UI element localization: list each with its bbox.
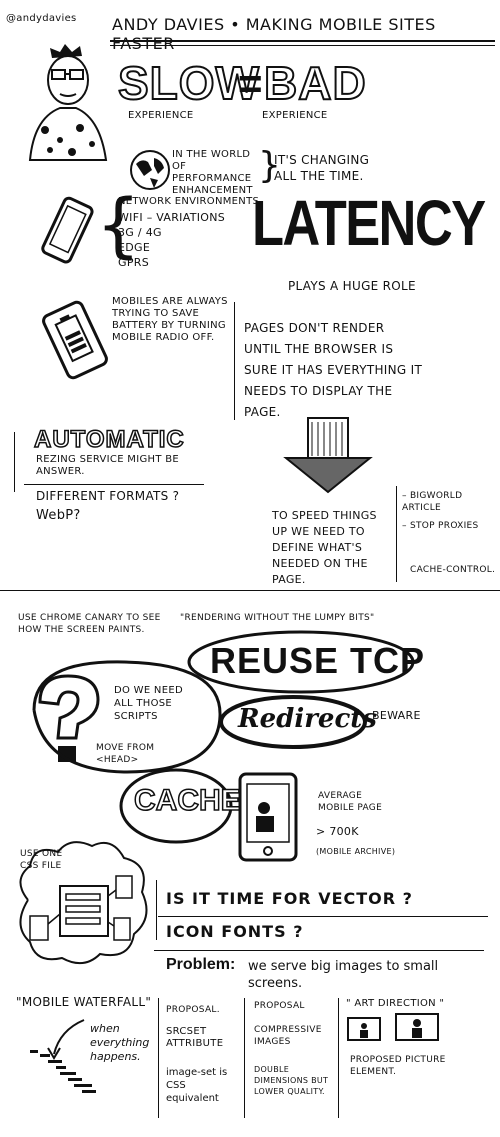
- speed-text: TO SPEED THINGS UP WE NEED TO DEFINE WHA…: [272, 509, 377, 586]
- divider: [158, 998, 159, 1118]
- divider: [234, 302, 235, 420]
- lumpy-bits-quote: "RENDERING WITHOUT THE LUMPY BITS": [180, 613, 375, 623]
- down-arrow-icon: [283, 417, 373, 494]
- css-text: USE ONE CSS FILE: [20, 849, 63, 871]
- latency-word: LATENCY: [252, 187, 486, 259]
- waterfall-title: "MOBILE WATERFALL": [16, 995, 152, 1009]
- bigworld-article: – BIGWORLD ARTICLE: [402, 491, 463, 513]
- network-item: WIFI – VARIATIONS: [118, 211, 226, 224]
- artdirection-text: PROPOSED PICTURE ELEMENT.: [350, 1055, 446, 1077]
- network-item: EDGE: [118, 241, 151, 254]
- network-item: GPRS: [118, 256, 149, 269]
- divider: [158, 916, 488, 917]
- slow-experience-label: EXPERIENCE: [128, 110, 194, 121]
- average-source: (MOBILE ARCHIVE): [316, 847, 396, 856]
- divider: [24, 484, 204, 485]
- world-text: IN THE WORLD OF PERFORMANCE ENHANCEMENT: [172, 149, 253, 196]
- scripts-question: DO WE NEED ALL THOSE SCRIPTS: [114, 685, 183, 722]
- scripts-circle: [32, 660, 222, 774]
- average-text: AVERAGE MOBILE PAGE: [318, 791, 383, 813]
- divider: [110, 45, 495, 46]
- handle: @andydavies: [6, 13, 77, 24]
- network-title: NETWORK ENVIRONMENTS: [118, 196, 260, 207]
- cache-blob: [119, 768, 233, 844]
- iconfonts-text: ICON FONTS ?: [166, 922, 304, 941]
- battery-text: MOBILES ARE ALWAYS TRYING TO SAVE BATTER…: [112, 296, 228, 343]
- andy-portrait-illustration: [28, 44, 108, 161]
- problem-label: Problem:: [166, 956, 236, 973]
- proposal2-title: PROPOSAL: [254, 1001, 305, 1011]
- proposal2-note: DOUBLE DIMENSIONS BUT LOWER QUALITY.: [254, 1065, 329, 1096]
- brace: {: [96, 184, 141, 266]
- formats-line: DIFFERENT FORMATS ?: [36, 489, 180, 503]
- equals-sign: =: [238, 60, 263, 107]
- divider: [396, 486, 397, 582]
- slow-word: SLOW: [117, 56, 260, 110]
- brace: }: [258, 145, 281, 186]
- divider: [244, 998, 245, 1118]
- stop-proxies: – STOP PROXIES: [402, 521, 479, 531]
- vector-text: IS IT TIME FOR VECTOR ?: [166, 889, 413, 908]
- page-title: ANDY DAVIES • MAKING MOBILE SITES FASTER: [112, 15, 436, 53]
- tablet-icon: [238, 772, 298, 862]
- move-from-head: MOVE FROM <HEAD>: [96, 743, 155, 765]
- changing-text: IT'S CHANGING ALL THE TIME.: [274, 153, 370, 183]
- divider: [110, 40, 495, 42]
- webp-line: WebP?: [36, 508, 81, 523]
- divider: [154, 950, 484, 951]
- waterfall-diagram: [30, 1019, 96, 1093]
- divider: [14, 432, 15, 492]
- proposal1-text: SRCSET ATTRIBUTE: [166, 1026, 224, 1049]
- proposal1-note: image-set is CSS equivalent: [166, 1067, 228, 1104]
- automatic-sub: REZING SERVICE MIGHT BE ANSWER.: [36, 454, 180, 477]
- battery-phone-icon: [42, 300, 108, 380]
- divider: [0, 590, 500, 591]
- problem-text: we serve big images to small screens.: [248, 959, 439, 991]
- globe-icon: [130, 150, 170, 190]
- cache-control: CACHE-CONTROL.: [410, 565, 496, 575]
- artdirection-title: " ART DIRECTION ": [346, 998, 445, 1009]
- proposal2-text: COMPRESSIVE IMAGES: [254, 1025, 322, 1047]
- cache-word: CACHE: [133, 783, 241, 818]
- redirects-word: Redirects: [238, 704, 377, 734]
- divider: [156, 880, 157, 940]
- network-item: 3G / 4G: [118, 226, 162, 239]
- average-size: > 700K: [316, 825, 359, 838]
- phone-icon: [41, 196, 94, 264]
- css-cloud: [19, 841, 148, 965]
- bad-word: BAD: [263, 56, 367, 110]
- automatic-word: AUTOMATIC: [33, 425, 185, 454]
- waterfall-sub: when everything happens.: [90, 1022, 150, 1063]
- canary-text: USE CHROME CANARY TO SEE HOW THE SCREEN …: [18, 613, 161, 635]
- render-text: PAGES DON'T RENDER UNTIL THE BROWSER IS …: [244, 321, 423, 419]
- bad-experience-label: EXPERIENCE: [262, 110, 328, 121]
- beware-text: BEWARE: [372, 709, 421, 722]
- divider: [338, 998, 339, 1118]
- reuse-tcp-word: REUSE TCP: [210, 640, 426, 681]
- redirects-blob: [219, 695, 367, 749]
- picture-frame-icon: [347, 1017, 381, 1041]
- proposal1-title: PROPOSAL.: [166, 1005, 220, 1015]
- latency-sub: PLAYS A HUGE ROLE: [288, 279, 416, 293]
- reuse-tcp-blob: [187, 630, 415, 694]
- picture-frame-icon: [395, 1013, 439, 1041]
